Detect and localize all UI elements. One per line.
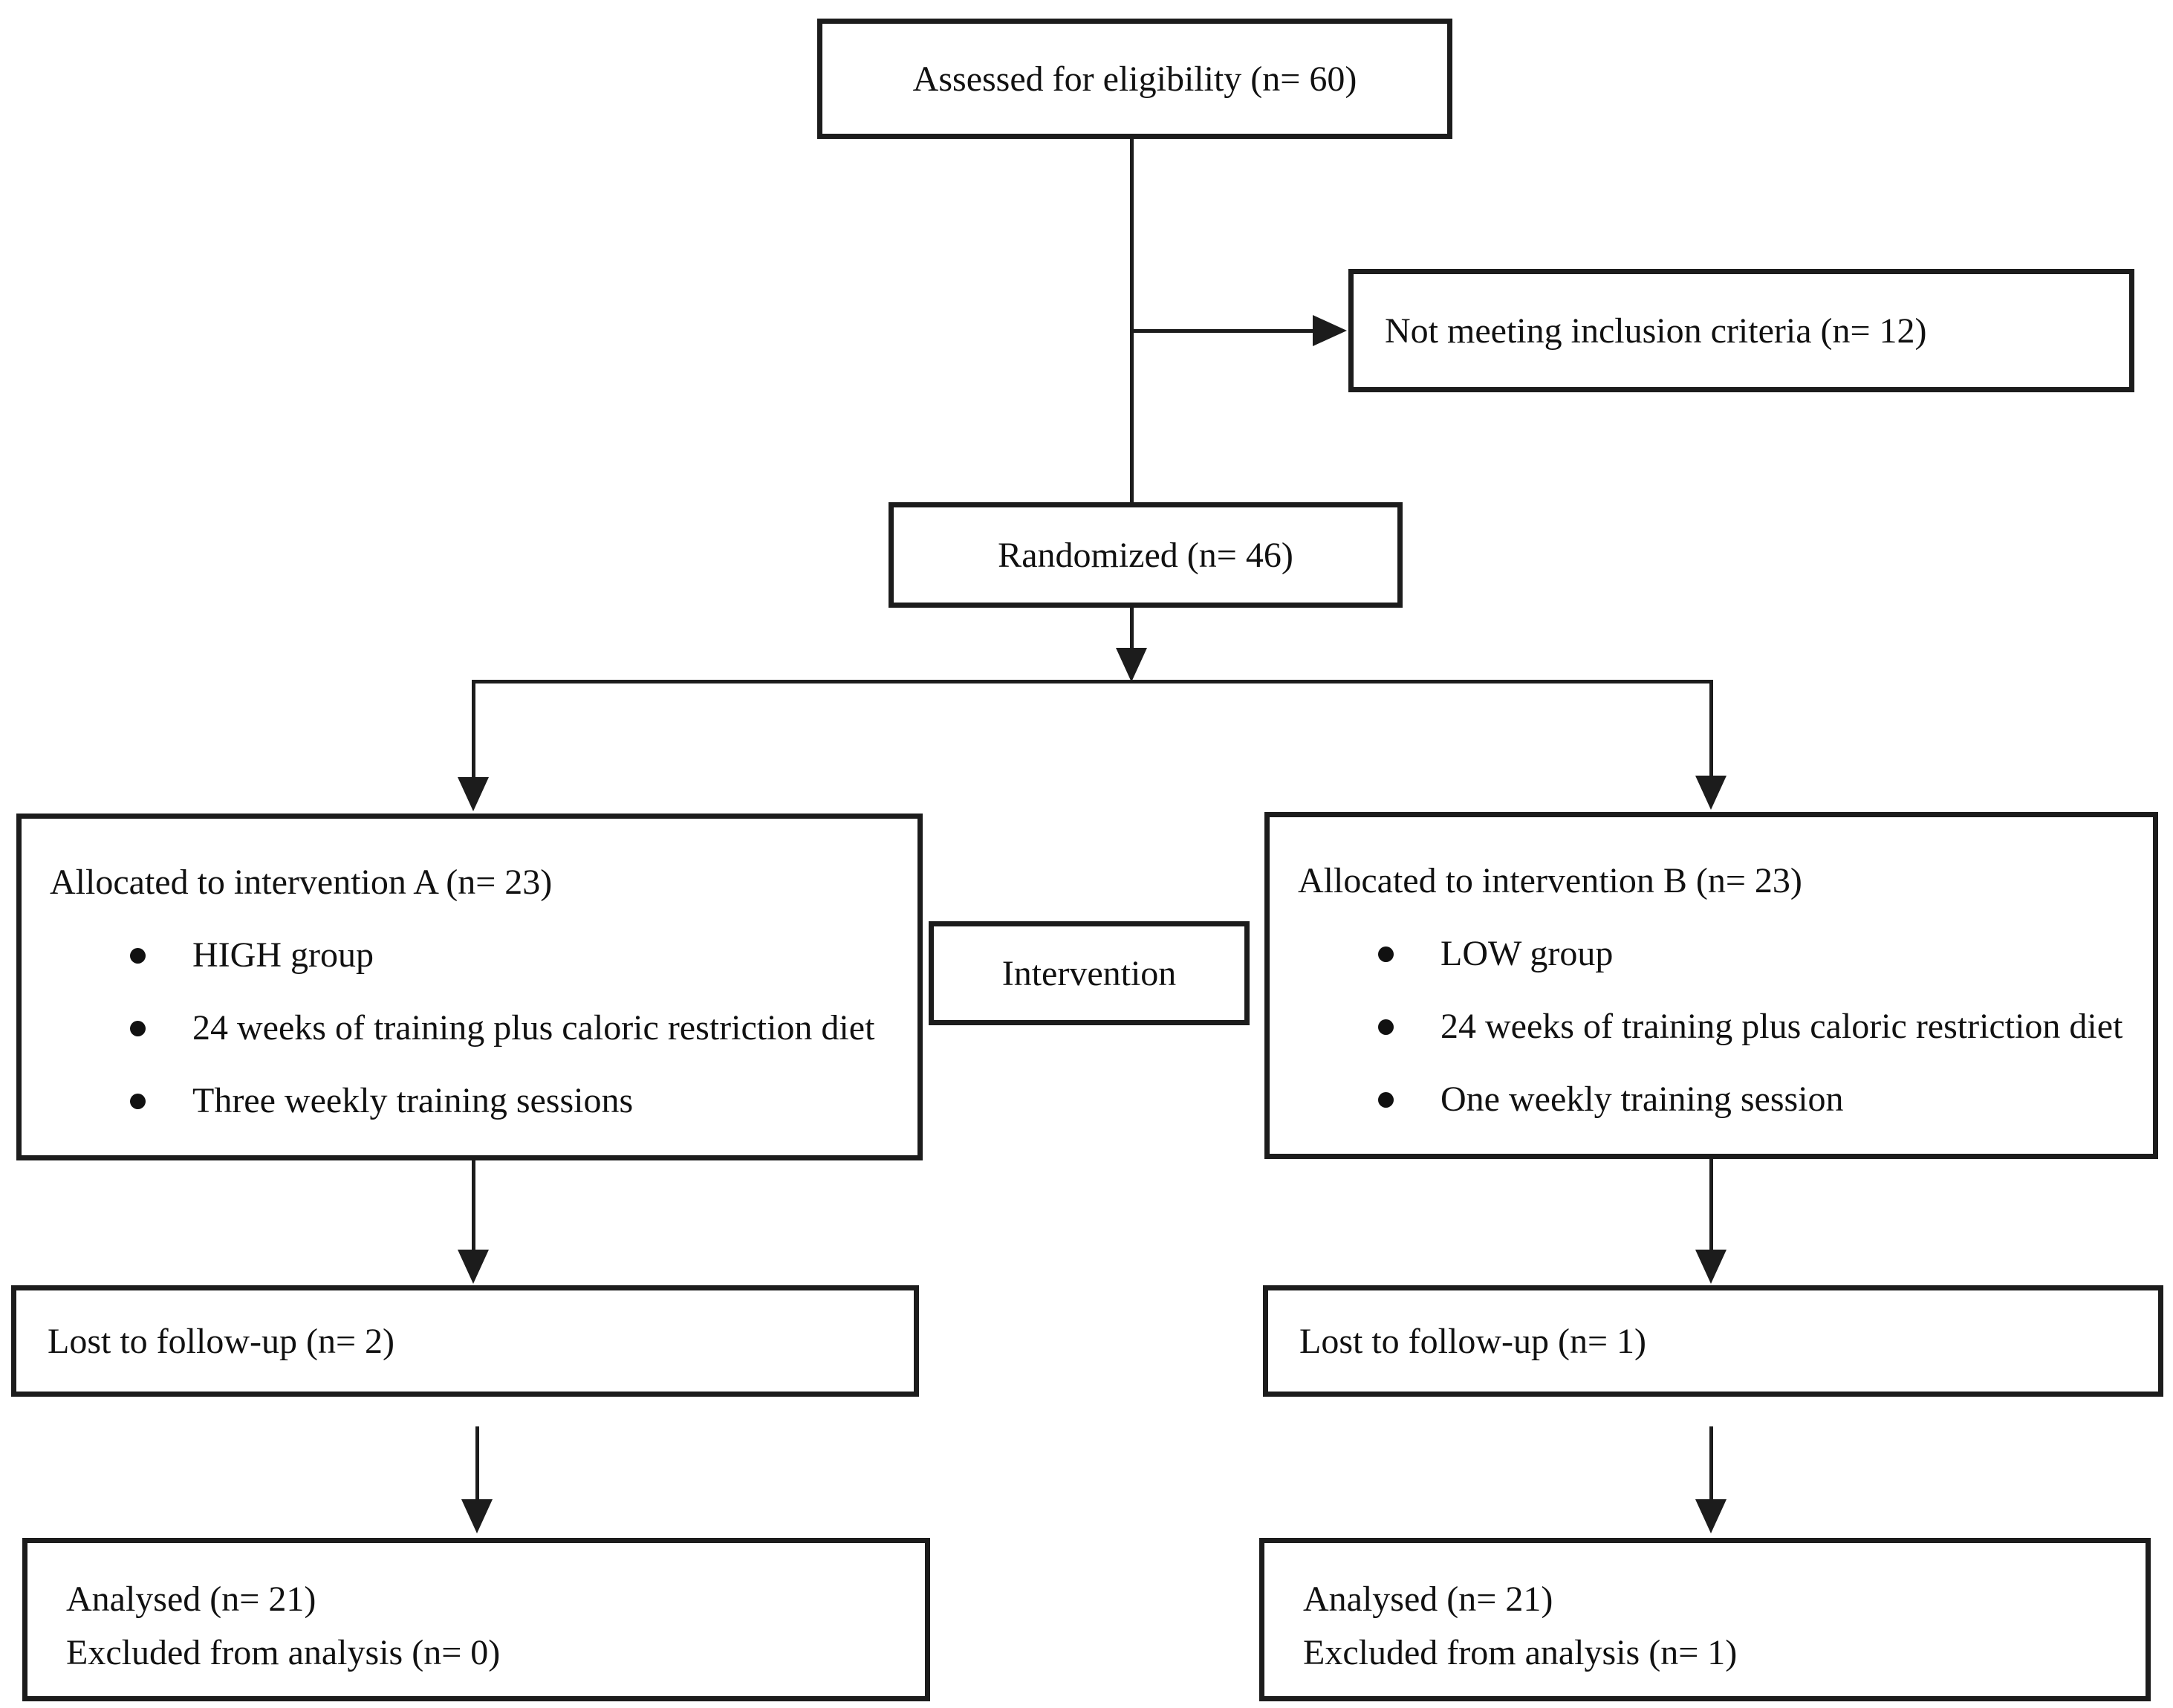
- bullet-text: LOW group: [1440, 934, 1614, 973]
- list-item: LOW group: [1298, 927, 2125, 981]
- bullet-text: Three weekly training sessions: [192, 1081, 634, 1120]
- connector-split-right: [1709, 680, 1713, 776]
- bullet-icon: [130, 948, 146, 964]
- connector-assessed-randomized: [1130, 137, 1134, 502]
- analysed-a-line1: Analysed (n= 21): [66, 1579, 316, 1619]
- connector-lost-b-analysed: [1709, 1426, 1713, 1501]
- connector-branch-not-meeting: [1130, 329, 1314, 333]
- list-item: One weekly training session: [1298, 1073, 2125, 1126]
- bullet-icon: [130, 1094, 146, 1109]
- analysed-b-line1: Analysed (n= 21): [1303, 1579, 1553, 1619]
- not-meeting-label: Not meeting inclusion criteria (n= 12): [1385, 311, 1927, 351]
- allocation-a-box: Allocated to intervention A (n= 23) HIGH…: [16, 814, 923, 1160]
- bullet-text: 24 weeks of training plus caloric restri…: [1440, 1007, 2123, 1046]
- allocation-b-title: Allocated to intervention B (n= 23): [1298, 861, 1802, 900]
- arrowhead-lost-b: [1695, 1250, 1727, 1284]
- arrowhead-splitter: [1116, 648, 1147, 682]
- list-item: 24 weeks of training plus caloric restri…: [50, 1001, 889, 1055]
- intervention-box: Intervention: [929, 921, 1250, 1025]
- arrowhead-lost-a: [458, 1250, 489, 1284]
- allocation-a-title: Allocated to intervention A (n= 23): [50, 863, 553, 902]
- bullet-icon: [1378, 1019, 1394, 1035]
- list-item: HIGH group: [50, 929, 889, 982]
- arrowhead-analysed-a: [461, 1499, 493, 1533]
- arrowhead-analysed-b: [1695, 1499, 1727, 1533]
- bullet-icon: [1378, 1092, 1394, 1108]
- analysed-a-line2: Excluded from analysis (n= 0): [66, 1633, 501, 1672]
- lost-b-label: Lost to follow-up (n= 1): [1299, 1321, 1647, 1361]
- bullet-icon: [1378, 946, 1394, 962]
- connector-lost-a-analysed: [475, 1426, 479, 1501]
- intervention-label: Intervention: [1001, 953, 1177, 993]
- allocation-b-bullet-list: LOW group 24 weeks of training plus calo…: [1298, 927, 2125, 1126]
- bullet-text: 24 weeks of training plus caloric restri…: [192, 1008, 875, 1048]
- lost-b-box: Lost to follow-up (n= 1): [1263, 1285, 2163, 1397]
- bullet-text: One weekly training session: [1440, 1079, 1844, 1119]
- assessed-label: Assessed for eligibility (n= 60): [912, 59, 1357, 99]
- analysed-b-box: Analysed (n= 21) Excluded from analysis …: [1259, 1538, 2151, 1701]
- connector-randomized-splitter: [1130, 608, 1134, 651]
- connector-allocation-a-lost: [472, 1160, 475, 1251]
- allocation-b-box: Allocated to intervention B (n= 23) LOW …: [1264, 812, 2158, 1159]
- assessed-box: Assessed for eligibility (n= 60): [817, 19, 1452, 139]
- list-item: Three weekly training sessions: [50, 1074, 889, 1128]
- randomized-box: Randomized (n= 46): [889, 502, 1403, 608]
- lost-a-box: Lost to follow-up (n= 2): [11, 1285, 919, 1397]
- arrowhead-allocation-b: [1695, 776, 1727, 810]
- lost-a-label: Lost to follow-up (n= 2): [48, 1321, 395, 1361]
- analysed-b-line2: Excluded from analysis (n= 1): [1303, 1633, 1738, 1672]
- splitter-line: [472, 680, 1713, 683]
- allocation-a-bullet-list: HIGH group 24 weeks of training plus cal…: [50, 929, 889, 1128]
- connector-split-left: [472, 680, 475, 779]
- arrowhead-not-meeting: [1313, 315, 1347, 346]
- analysed-a-box: Analysed (n= 21) Excluded from analysis …: [22, 1538, 930, 1701]
- connector-allocation-b-lost: [1709, 1159, 1713, 1251]
- randomized-label: Randomized (n= 46): [998, 535, 1293, 575]
- list-item: 24 weeks of training plus caloric restri…: [1298, 1000, 2125, 1053]
- arrowhead-allocation-a: [458, 777, 489, 811]
- bullet-text: HIGH group: [192, 935, 374, 975]
- not-meeting-box: Not meeting inclusion criteria (n= 12): [1348, 269, 2134, 392]
- bullet-icon: [130, 1021, 146, 1036]
